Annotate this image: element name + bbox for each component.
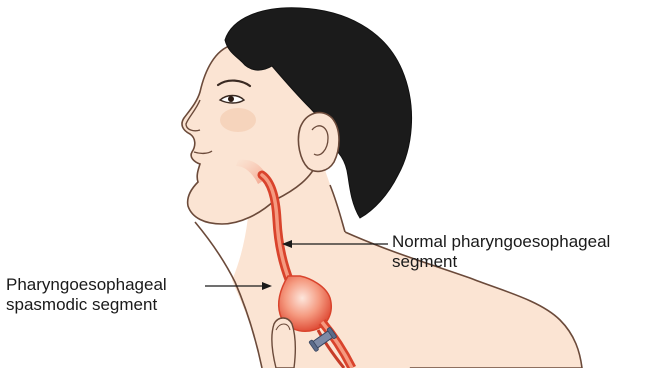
normal-segment-label-line1: Normal pharyngoesophageal xyxy=(392,232,610,252)
spasmodic-segment-label: Pharyngoesophageal spasmodic segment xyxy=(6,275,167,315)
finger xyxy=(272,318,295,368)
spasmodic-segment-label-line2: spasmodic segment xyxy=(6,295,167,315)
cheek-shade xyxy=(220,108,256,132)
normal-segment-label-line2: segment xyxy=(392,252,610,272)
ear xyxy=(298,113,339,172)
normal-segment-label: Normal pharyngoesophageal segment xyxy=(392,232,610,272)
spasmodic-segment-label-line1: Pharyngoesophageal xyxy=(6,275,167,295)
pupil xyxy=(228,96,234,102)
